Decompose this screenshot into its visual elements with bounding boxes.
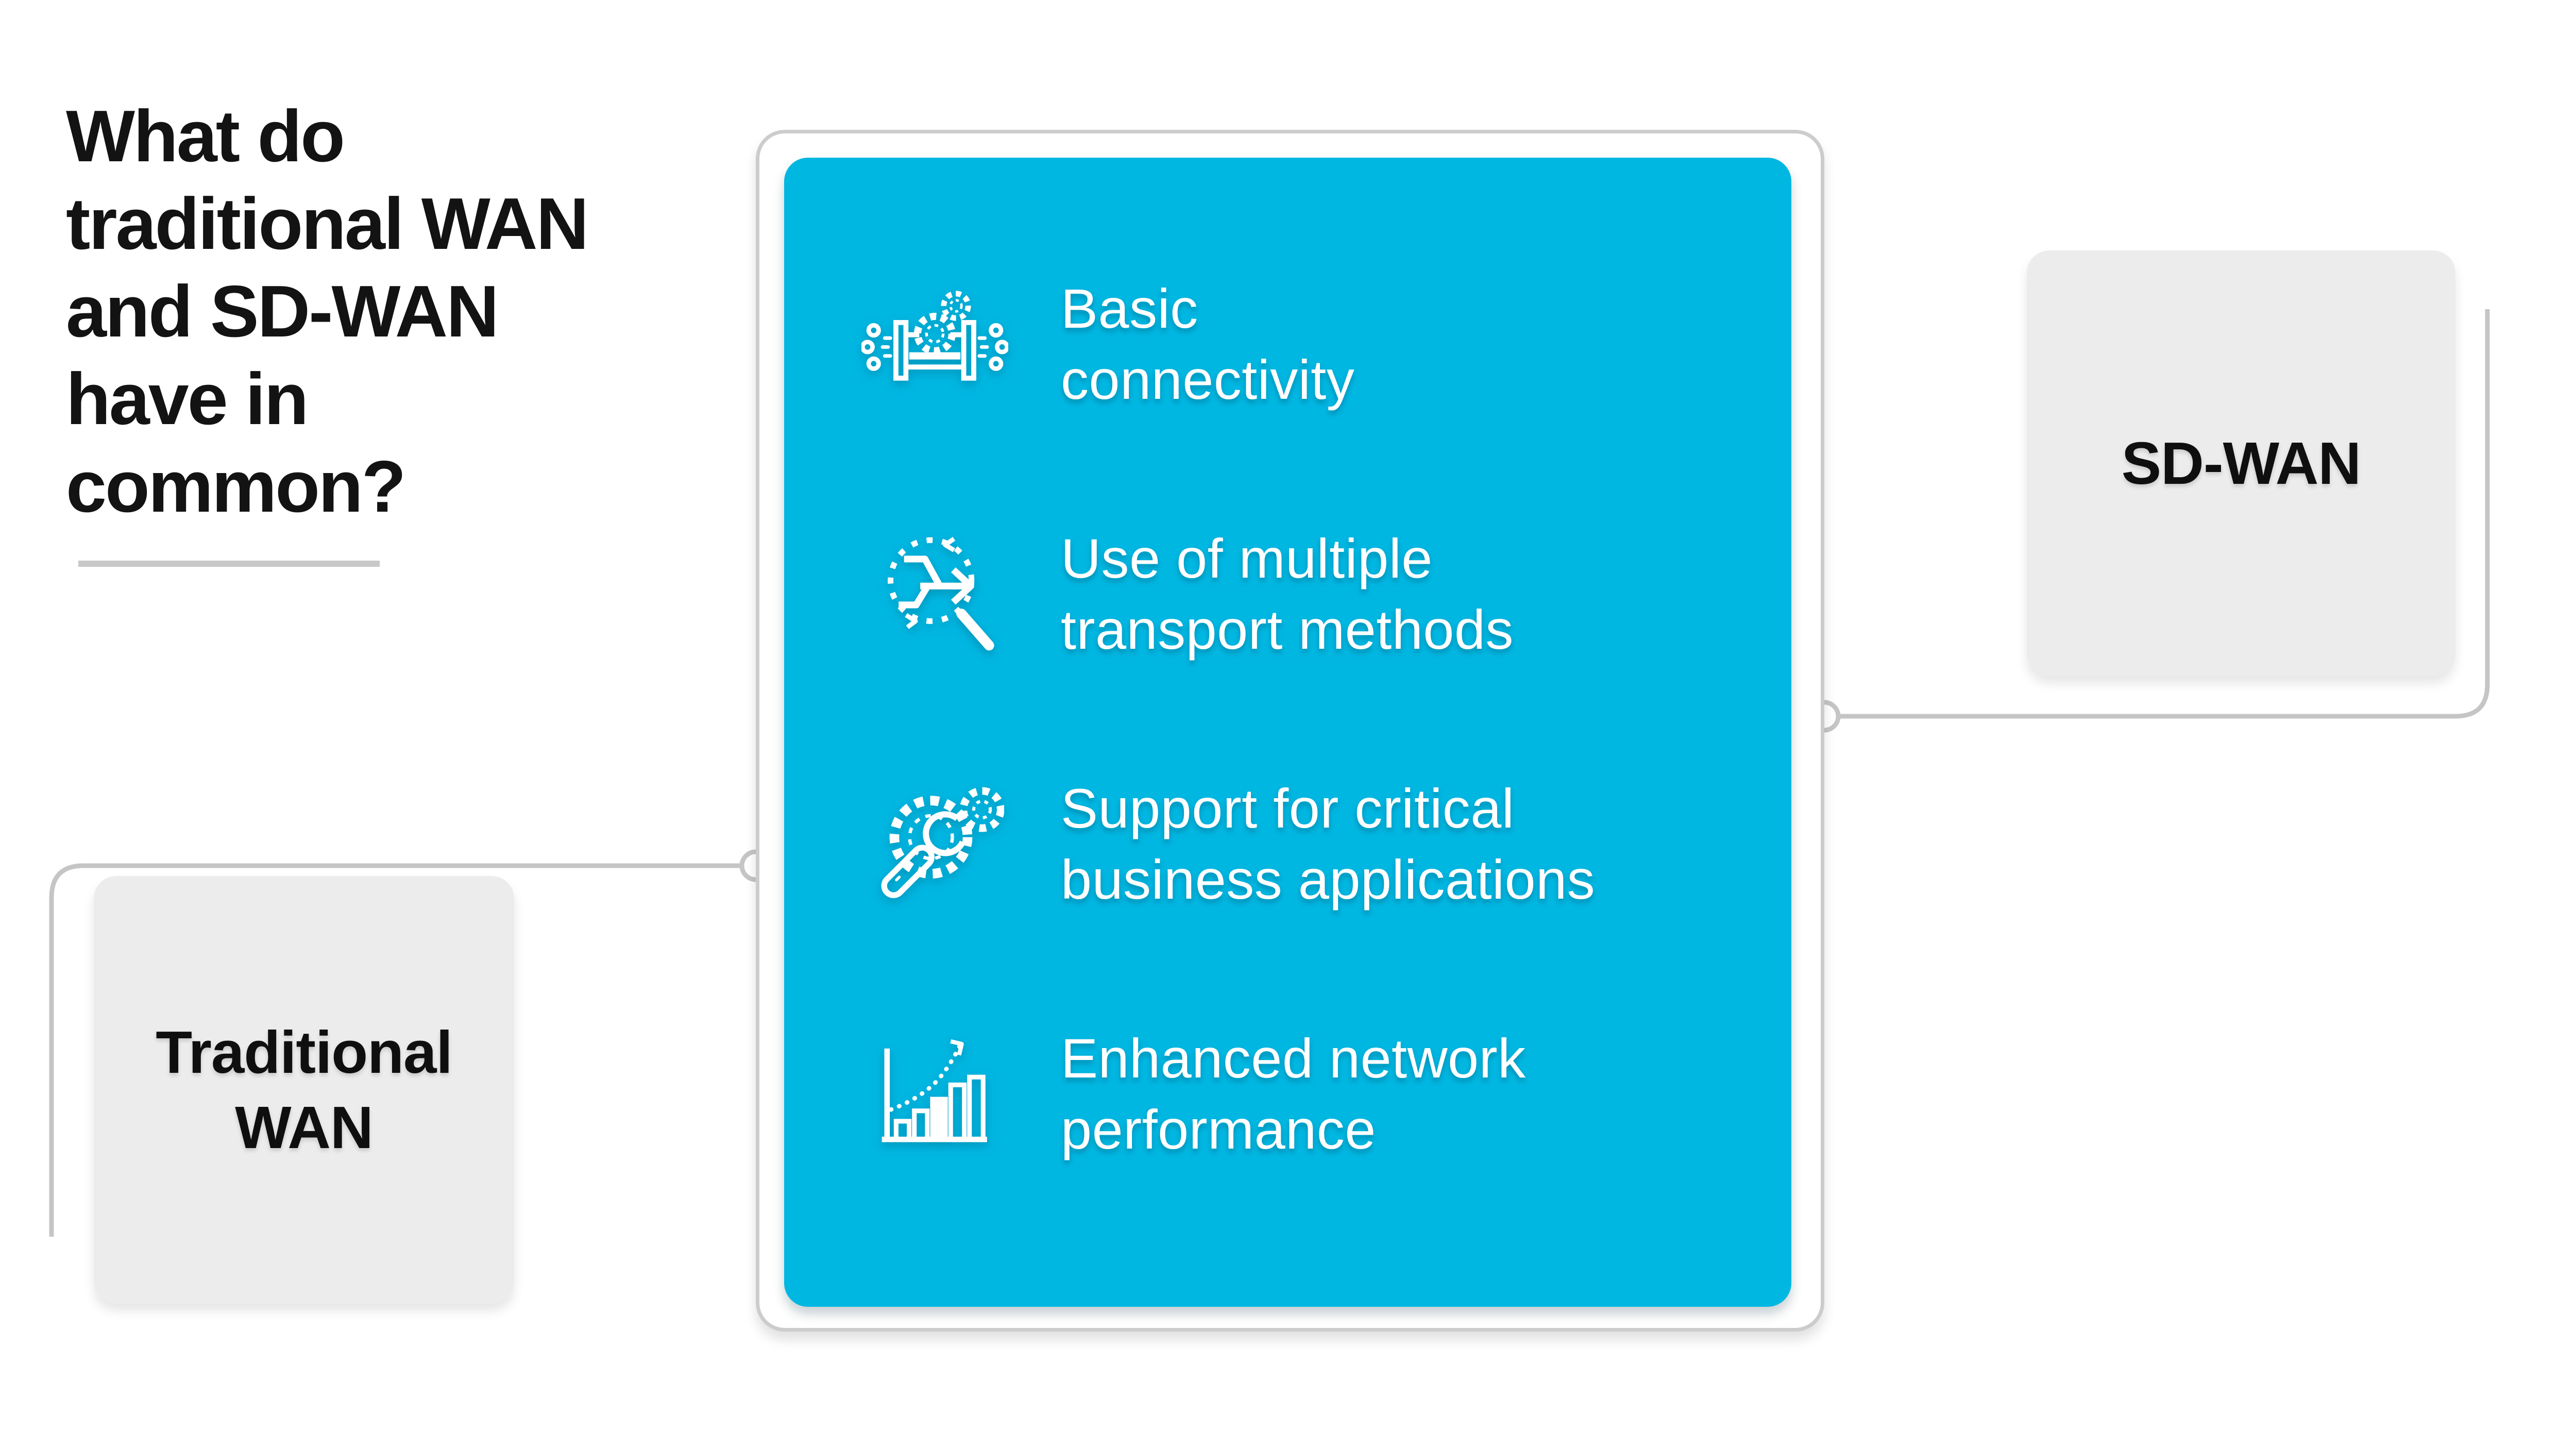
feature-item-transport-methods: Use of multiple transport methods [861, 507, 1748, 682]
title-underline [78, 561, 380, 567]
route-magnifier-icon [861, 512, 1008, 677]
pipe-gears-icon [861, 262, 1008, 427]
feature-label: Use of multiple transport methods [1061, 527, 1514, 661]
growth-chart-icon [861, 1012, 1008, 1176]
sd-wan-label: SD-WAN [2121, 430, 2361, 497]
feature-label: Basic connectivity [1061, 277, 1355, 411]
common-features-panel: Basic connectivity Use of multipl [784, 158, 1791, 1307]
feature-label: Enhanced network performance [1061, 1027, 1526, 1160]
sd-wan-node: SD-WAN [2027, 250, 2455, 676]
page-title: What do traditional WAN and SD-WAN have … [66, 95, 589, 528]
left-connector-line [49, 863, 742, 1237]
feature-item-business-applications: Support for critical business applicatio… [861, 756, 1748, 932]
traditional-wan-node: Traditional WAN [94, 876, 514, 1304]
feature-item-basic-connectivity: Basic connectivity [861, 257, 1748, 432]
traditional-wan-label: Traditional WAN [156, 1019, 453, 1161]
feature-item-network-performance: Enhanced network performance [861, 1006, 1748, 1182]
feature-label: Support for critical business applicatio… [1061, 777, 1596, 911]
right-connector-line [1838, 309, 2490, 719]
wrench-gears-icon [861, 762, 1008, 926]
